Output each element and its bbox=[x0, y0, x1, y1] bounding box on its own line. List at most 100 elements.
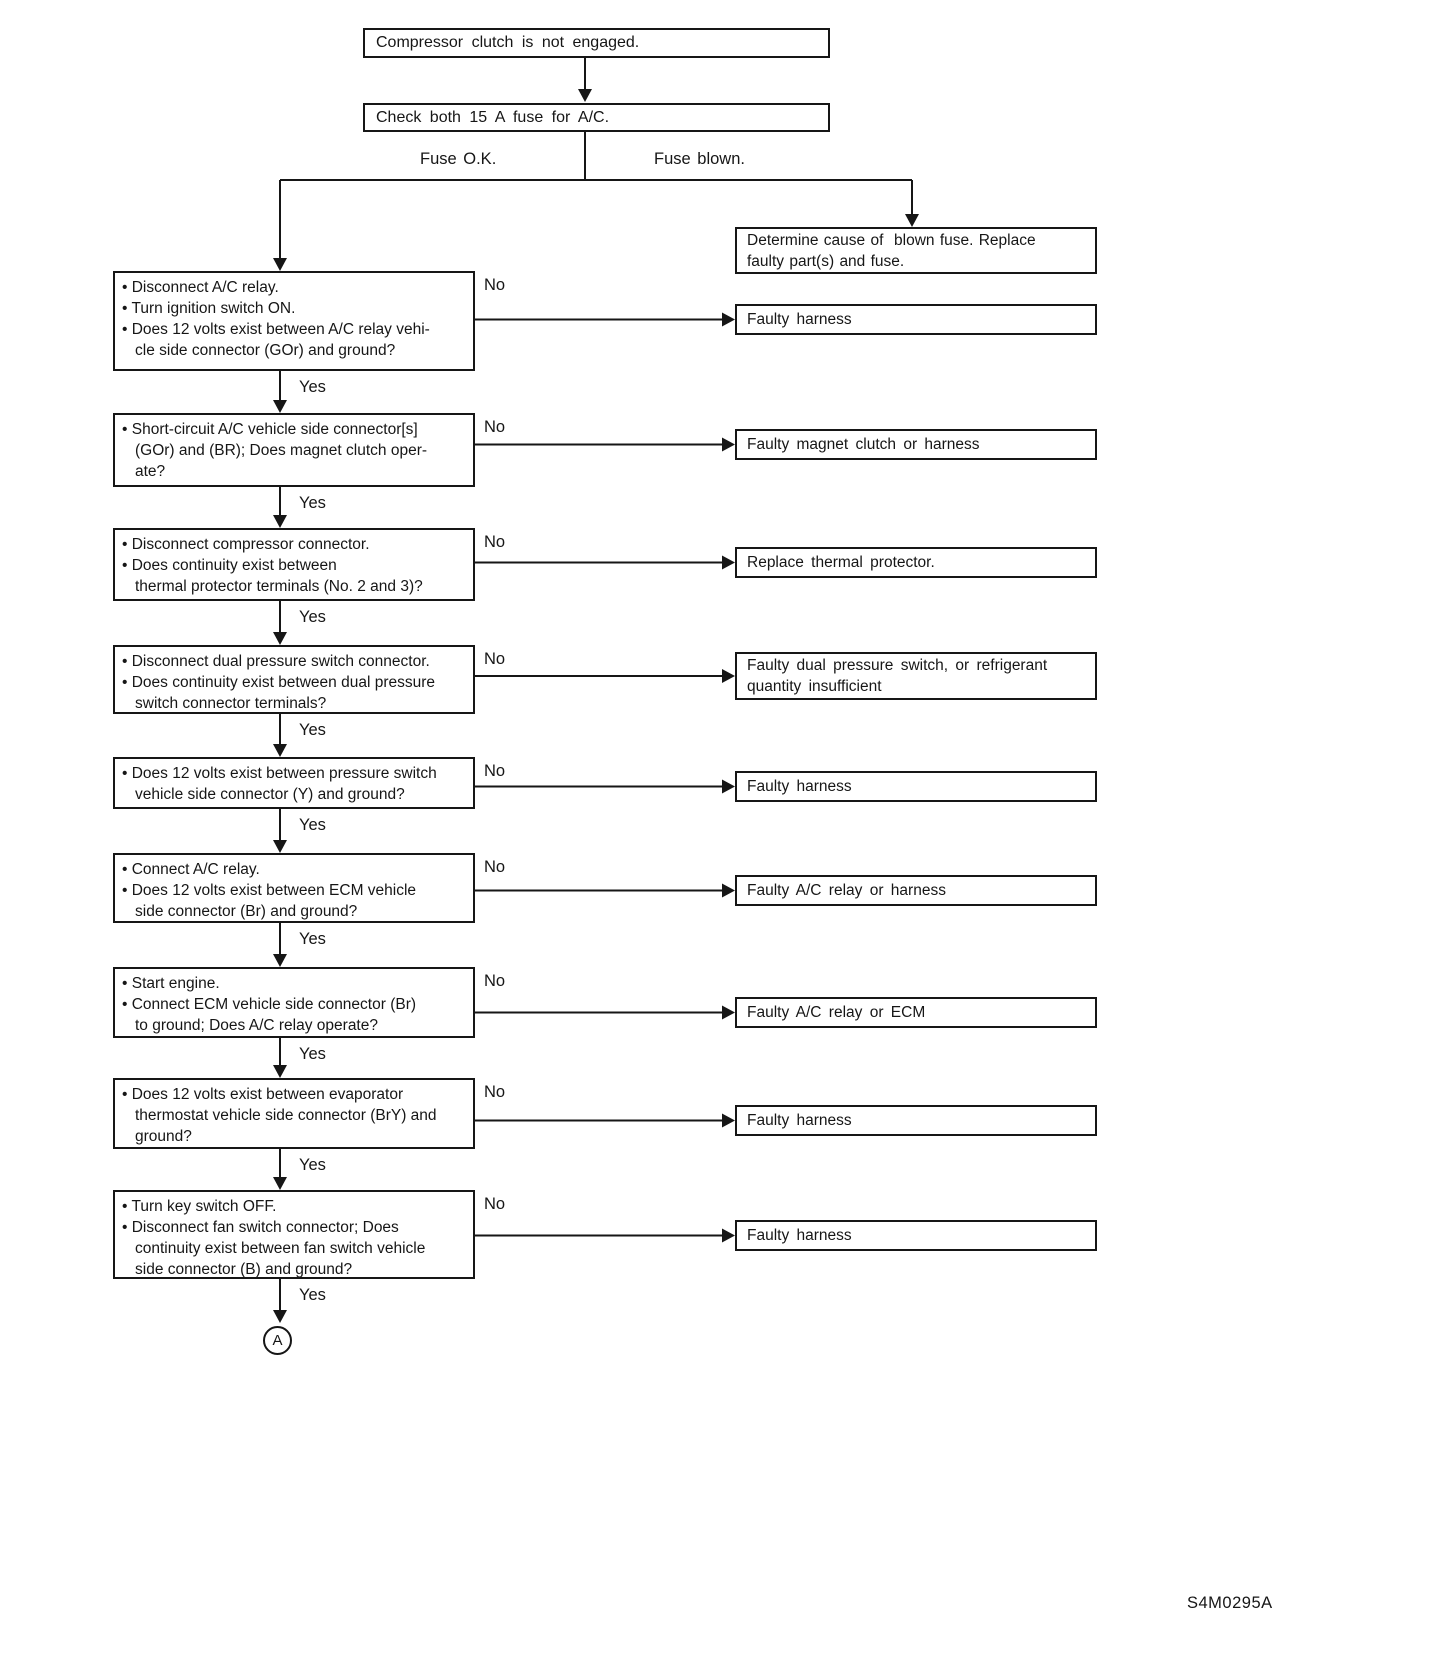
question-text-line: Turn key switch OFF. bbox=[131, 1198, 277, 1215]
bullet-icon: • bbox=[122, 674, 132, 691]
question-box: • Short-circuit A/C vehicle side connect… bbox=[113, 413, 475, 487]
question-box: • Disconnect A/C relay.• Turn ignition s… bbox=[113, 271, 475, 371]
result-text-line: Faulty harness bbox=[747, 1227, 852, 1244]
fuse-blown-label: Fuse blown. bbox=[654, 150, 745, 168]
question-box: • Start engine.• Connect ECM vehicle sid… bbox=[113, 967, 475, 1038]
result-box: Faulty magnet clutch or harness bbox=[735, 429, 1097, 460]
question-box: • Disconnect compressor connector.• Does… bbox=[113, 528, 475, 601]
result-box: Replace thermal protector. bbox=[735, 547, 1097, 578]
question-text-line: thermal protector terminals (No. 2 and 3… bbox=[135, 578, 423, 595]
connector-a-terminal: A bbox=[263, 1326, 292, 1355]
question-box: • Connect A/C relay.• Does 12 volts exis… bbox=[113, 853, 475, 923]
yes-label: Yes bbox=[299, 378, 326, 396]
yes-label: Yes bbox=[299, 1156, 326, 1174]
result-text-line: Faulty harness bbox=[747, 1112, 852, 1129]
question-text-line: Disconnect compressor connector. bbox=[131, 536, 370, 553]
no-label: No bbox=[484, 1083, 506, 1101]
bullet-icon: • bbox=[122, 882, 132, 899]
result-text-line: Faulty dual pressure switch, or refriger… bbox=[747, 657, 1048, 674]
bullet-icon: • bbox=[122, 536, 132, 553]
no-label: No bbox=[484, 533, 506, 551]
bullet-icon: • bbox=[122, 861, 132, 878]
result-text-line: Faulty A/C relay or harness bbox=[747, 882, 946, 899]
question-box: • Does 12 volts exist between pressure s… bbox=[113, 757, 475, 809]
blown-fuse-result-line: faulty part(s) and fuse. bbox=[747, 252, 905, 270]
question-text-line: Disconnect dual pressure switch connecto… bbox=[131, 653, 430, 670]
result-text-line: Faulty A/C relay or ECM bbox=[747, 1004, 926, 1021]
bullet-icon: • bbox=[122, 300, 132, 317]
check-fuse-box: Check both 15 A fuse for A/C. bbox=[363, 103, 830, 132]
question-text-line: Turn ignition switch ON. bbox=[131, 300, 296, 317]
question-text-line: Does 12 volts exist between ECM vehicle bbox=[131, 882, 417, 899]
yes-label: Yes bbox=[299, 1286, 326, 1304]
result-text-line: quantity insufficient bbox=[747, 678, 882, 695]
no-label: No bbox=[484, 858, 506, 876]
result-box: Faulty harness bbox=[735, 304, 1097, 335]
question-text-line: ate? bbox=[135, 463, 166, 480]
question-text-line: Short-circuit A/C vehicle side connector… bbox=[131, 421, 418, 438]
bullet-icon: • bbox=[122, 975, 132, 992]
result-text-line: Faulty magnet clutch or harness bbox=[747, 436, 980, 453]
no-label: No bbox=[484, 1195, 506, 1213]
figure-code: S4M0295A bbox=[1187, 1594, 1273, 1612]
question-box: • Does 12 volts exist between evaporator… bbox=[113, 1078, 475, 1149]
question-text-line: Does continuity exist between dual press… bbox=[131, 674, 436, 691]
bullet-icon: • bbox=[122, 279, 132, 296]
question-text-line: Does continuity exist between bbox=[131, 557, 337, 574]
start-box-label: Compressor clutch is not engaged. bbox=[376, 34, 640, 51]
question-text-line: cle side connector (GOr) and ground? bbox=[135, 342, 396, 359]
bullet-icon: • bbox=[122, 557, 132, 574]
fuse-ok-label: Fuse O.K. bbox=[420, 150, 497, 168]
question-box: • Disconnect dual pressure switch connec… bbox=[113, 645, 475, 714]
bullet-icon: • bbox=[122, 421, 132, 438]
blown-fuse-result-box: Determine cause of blown fuse. Replace f… bbox=[735, 227, 1097, 274]
question-text-line: (GOr) and (BR); Does magnet clutch oper- bbox=[135, 442, 428, 459]
question-text-line: Disconnect A/C relay. bbox=[131, 279, 279, 296]
result-box: Faulty dual pressure switch, or refriger… bbox=[735, 652, 1097, 700]
bullet-icon: • bbox=[122, 321, 132, 338]
question-text-line: switch connector terminals? bbox=[135, 695, 327, 712]
bullet-icon: • bbox=[122, 765, 132, 782]
bullet-icon: • bbox=[122, 996, 132, 1013]
question-text-line: thermostat vehicle side connector (BrY) … bbox=[135, 1107, 437, 1124]
start-box: Compressor clutch is not engaged. bbox=[363, 28, 830, 58]
question-text-line: Connect A/C relay. bbox=[131, 861, 260, 878]
question-text-line: side connector (Br) and ground? bbox=[135, 903, 358, 920]
check-fuse-label: Check both 15 A fuse for A/C. bbox=[376, 108, 610, 126]
result-box: Faulty A/C relay or harness bbox=[735, 875, 1097, 906]
question-text-line: Does 12 volts exist between A/C relay ve… bbox=[131, 321, 430, 338]
result-box: Faulty harness bbox=[735, 1220, 1097, 1251]
question-text-line: vehicle side connector (Y) and ground? bbox=[135, 786, 405, 803]
question-text-line: continuity exist between fan switch vehi… bbox=[135, 1240, 426, 1257]
yes-label: Yes bbox=[299, 494, 326, 512]
result-text-line: Replace thermal protector. bbox=[747, 554, 935, 571]
result-text-line: Faulty harness bbox=[747, 778, 852, 795]
bullet-icon: • bbox=[122, 1198, 132, 1215]
no-label: No bbox=[484, 762, 506, 780]
no-label: No bbox=[484, 972, 506, 990]
question-text-line: Does 12 volts exist between evaporator bbox=[131, 1086, 404, 1103]
bullet-icon: • bbox=[122, 1086, 132, 1103]
no-label: No bbox=[484, 650, 506, 668]
question-text-line: Disconnect fan switch connector; Does bbox=[131, 1219, 399, 1236]
no-label: No bbox=[484, 418, 506, 436]
bullet-icon: • bbox=[122, 653, 132, 670]
question-text-line: to ground; Does A/C relay operate? bbox=[135, 1017, 378, 1034]
yes-label: Yes bbox=[299, 721, 326, 739]
yes-label: Yes bbox=[299, 816, 326, 834]
yes-label: Yes bbox=[299, 608, 326, 626]
blown-fuse-result-line: Determine cause of blown fuse. Replace bbox=[747, 231, 1036, 249]
question-text-line: Connect ECM vehicle side connector (Br) bbox=[131, 996, 417, 1013]
result-box: Faulty harness bbox=[735, 771, 1097, 802]
bullet-icon: • bbox=[122, 1219, 132, 1236]
result-text-line: Faulty harness bbox=[747, 311, 852, 328]
question-text-line: ground? bbox=[135, 1128, 192, 1145]
no-label: No bbox=[484, 276, 506, 294]
yes-label: Yes bbox=[299, 1045, 326, 1063]
question-text-line: side connector (B) and ground? bbox=[135, 1261, 353, 1278]
question-text-line: Start engine. bbox=[131, 975, 220, 992]
connector-a-label: A bbox=[272, 1332, 283, 1349]
question-text-line: Does 12 volts exist between pressure swi… bbox=[131, 765, 437, 782]
